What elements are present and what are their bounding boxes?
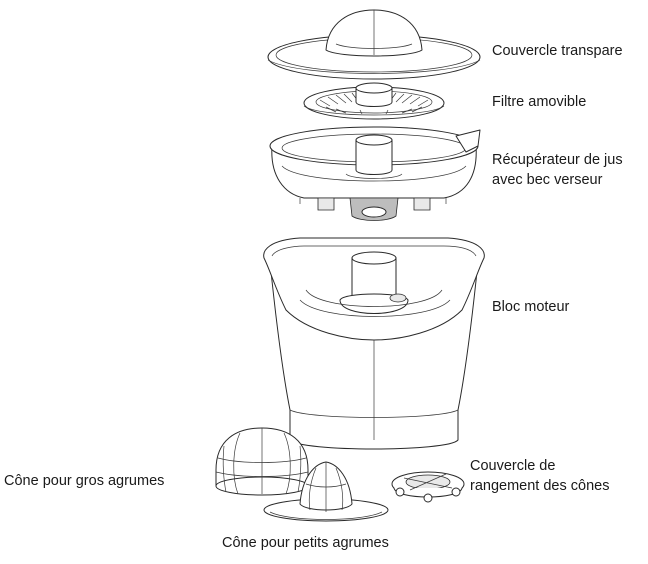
label-storage-lid-line2: rangement des cônes	[470, 478, 610, 494]
transparent-lid	[267, 9, 481, 80]
cone-storage-lid	[391, 471, 465, 503]
label-juice-collector-line2: avec bec verseur	[492, 172, 603, 188]
label-small-cone: Cône pour petits agrumes	[222, 535, 389, 551]
label-removable-filter: Filtre amovible	[492, 94, 587, 110]
label-juice-collector-line1: Récupérateur de jus	[492, 152, 623, 168]
removable-filter	[303, 82, 445, 120]
motor-block	[263, 237, 485, 450]
label-transparent-lid: Couvercle transpare	[492, 43, 623, 59]
label-motor-block: Bloc moteur	[492, 299, 570, 315]
label-large-cone: Cône pour gros agrumes	[4, 473, 165, 489]
large-cone	[215, 427, 309, 496]
small-cone	[263, 461, 389, 522]
juice-collector	[269, 126, 481, 221]
label-storage-lid-line1: Couvercle de	[470, 458, 556, 474]
